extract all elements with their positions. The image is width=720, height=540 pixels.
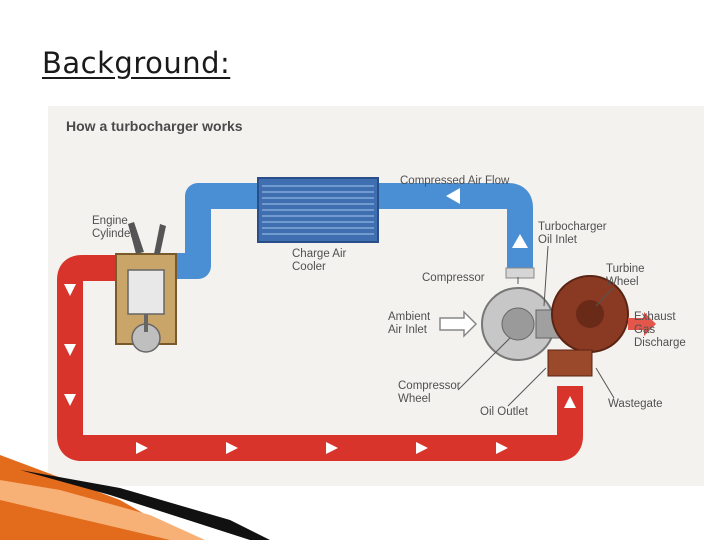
engine-cylinder [115, 222, 177, 353]
label-engine-1: Engine [92, 215, 128, 227]
ambient-air-arrow [439, 310, 478, 338]
air-flow-arrow-left [446, 188, 460, 204]
cooler-fins [262, 185, 374, 235]
leader-lines [457, 245, 615, 407]
label-turbine-1: Turbine [606, 263, 645, 275]
label-ambient-1: Ambient [388, 311, 431, 323]
exhaust-pipe-left [57, 255, 583, 461]
figure-title: How a turbocharger works [66, 118, 243, 134]
exhaust-arrows [64, 284, 576, 454]
label-exhaust-2: Gas [634, 324, 655, 336]
turbocharger-diagram: How a turbocharger works [48, 106, 704, 486]
label-compressor: Compressor [422, 272, 485, 284]
label-engine-2: Cylinder [92, 228, 134, 240]
label-comp-wheel-1: Compressor [398, 380, 461, 392]
slide-title: Background: [42, 46, 231, 80]
intake-pipe [168, 183, 258, 279]
label-exhaust-3: Discharge [634, 337, 686, 349]
label-exhaust-1: Exhaust [634, 311, 676, 323]
label-turbo-oil-1: Turbocharger [538, 221, 607, 233]
label-compressed-air-flow: Compressed Air Flow [400, 175, 510, 187]
label-charge-air-1: Charge Air [292, 248, 347, 260]
label-comp-wheel-2: Wheel [398, 393, 431, 405]
diagram-svg: How a turbocharger works [57, 118, 686, 461]
label-turbo-oil-2: Oil Inlet [538, 234, 578, 246]
compressed-air-pipe [378, 183, 533, 271]
exhaust-discharge-arrow [628, 312, 656, 336]
label-turbine-2: Wheel [606, 276, 639, 288]
turbocharger [481, 267, 629, 377]
corner-white-swoosh [0, 480, 205, 540]
label-wastegate: Wastegate [608, 398, 663, 410]
label-ambient-2: Air Inlet [388, 324, 428, 336]
air-flow-arrow-up [512, 234, 528, 248]
label-oil-outlet: Oil Outlet [480, 406, 529, 418]
label-charge-air-2: Cooler [292, 261, 326, 273]
